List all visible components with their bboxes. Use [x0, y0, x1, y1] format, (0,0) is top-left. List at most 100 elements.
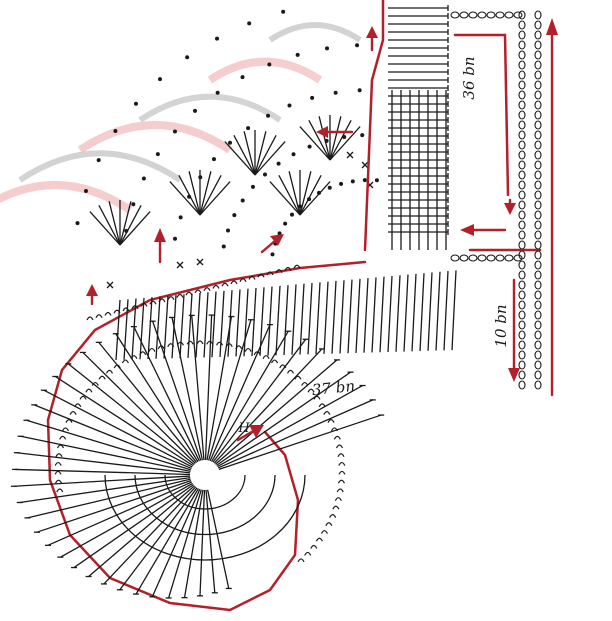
band-stitch [211, 291, 217, 358]
chain-stitch [518, 280, 526, 290]
edge-stitch [79, 395, 87, 400]
chain-dot [339, 181, 344, 186]
band-stitch [323, 281, 329, 354]
band-stitch [219, 290, 225, 357]
edge-stitch [130, 355, 138, 359]
edge-stitch [293, 264, 301, 269]
lace-fan-stitch [199, 171, 212, 216]
chain-stitch [534, 130, 542, 140]
chain-stitch [534, 250, 542, 260]
chain-stitch [534, 380, 542, 390]
chain-stitch [534, 10, 542, 20]
band-stitch [427, 272, 433, 351]
chain-dot [276, 161, 281, 166]
lace-fan-stitch [178, 174, 201, 216]
edge-stitch [176, 341, 184, 346]
band-stitch [259, 287, 265, 356]
chain-stitch [518, 270, 526, 280]
edge-stitch-row [54, 264, 346, 563]
fan-stitch [54, 375, 194, 467]
chain-stitch [518, 130, 526, 140]
band-stitch [227, 290, 233, 357]
fan-arc [164, 474, 246, 510]
arrow-down-icon [508, 278, 520, 382]
chain-stitch [518, 210, 526, 220]
chain-dot [227, 140, 232, 145]
chain-stitch [534, 40, 542, 50]
band-stitch [347, 279, 353, 354]
edge-stitch [235, 345, 243, 350]
edge-stitch [148, 347, 156, 352]
chain-stitch [518, 330, 526, 340]
lace-fan-stitch [119, 211, 151, 246]
chain-stitch [534, 260, 542, 270]
chain-dot [295, 52, 300, 57]
chain-stitch [534, 70, 542, 80]
edge-stitch [212, 284, 220, 289]
chain-dot [240, 198, 245, 203]
chain-dot [362, 178, 367, 183]
lace-fan-stitch [188, 171, 201, 216]
lace-fan-stitch [199, 181, 231, 216]
fan-stitch [36, 480, 192, 533]
edge-stitch [286, 369, 295, 374]
edge-stitch [131, 305, 139, 310]
fan-stitch [199, 489, 206, 596]
band-stitch [299, 283, 305, 355]
lace-fan-stitch [288, 171, 301, 216]
edge-stitch [284, 266, 292, 271]
lace-fan-stitch [254, 134, 277, 176]
edge-stitch [55, 479, 63, 484]
chain-stitch [518, 370, 526, 380]
chain-stitch [518, 70, 526, 80]
chain-stitch [518, 40, 526, 50]
chain-stitch [477, 254, 487, 262]
chain-stitch [504, 11, 514, 19]
chain-dot [281, 9, 286, 14]
sc-mark [346, 151, 354, 159]
fan-stitch [206, 316, 233, 461]
chain-loops [75, 9, 379, 257]
fan-stitch [82, 351, 196, 464]
fan-stitch [16, 452, 191, 474]
chain-stitch [534, 160, 542, 170]
fan-stitch [208, 319, 252, 461]
chain-stitch [534, 360, 542, 370]
edge-stitch [244, 347, 252, 352]
fan-stitch [43, 389, 193, 468]
chain-stitch [518, 200, 526, 210]
fan-stitch [73, 484, 194, 569]
chain-stitch [518, 10, 526, 20]
chain-stitch [518, 160, 526, 170]
chain-stitch [534, 100, 542, 110]
chain-dot [333, 90, 338, 95]
chain-stitch [518, 350, 526, 360]
lace-fan-stitch [119, 201, 132, 246]
chain-dot [173, 236, 178, 241]
bottom-count-label: 37 bn [311, 377, 356, 399]
fan-stitch [216, 371, 351, 466]
chain-dot [357, 88, 362, 93]
vertical-strip-stitches [388, 5, 449, 250]
sc-mark [361, 161, 369, 169]
band-stitch [451, 270, 457, 351]
edge-stitch [262, 355, 270, 359]
band-stitch [147, 297, 153, 360]
fan-stitch [67, 363, 195, 466]
chain-dot [172, 129, 177, 134]
side-count-label: 10 bn [492, 304, 510, 347]
band-stitch [179, 294, 185, 359]
chain-stitch [459, 254, 469, 262]
chain-dot [246, 126, 251, 131]
chain-dot [157, 77, 162, 82]
fan-stitch [213, 348, 323, 464]
chain-stitch [518, 50, 526, 60]
chain-stitch [450, 254, 460, 262]
edge-stitch [329, 514, 337, 518]
chain-stitch [518, 150, 526, 160]
band-stitch [243, 288, 249, 357]
edge-stitch [330, 427, 339, 432]
band-stitch [131, 298, 137, 360]
chain-stitch [534, 180, 542, 190]
edge-stitch [266, 271, 274, 276]
